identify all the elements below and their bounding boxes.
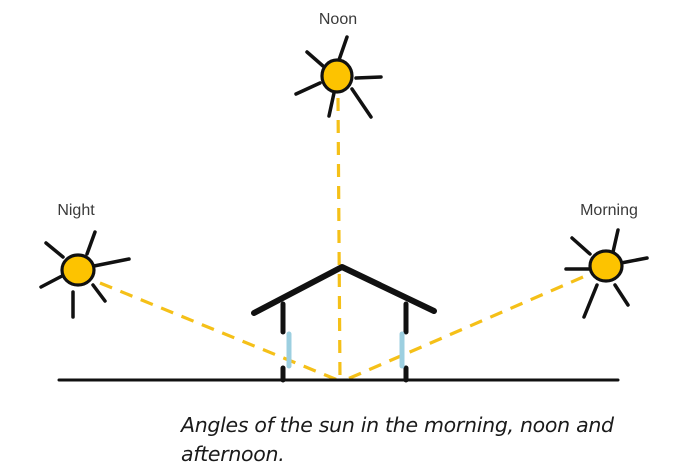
- morning-label: Morning: [580, 202, 638, 219]
- house-icon: [251, 264, 437, 383]
- window-icon: [286, 331, 405, 369]
- night-label: Night: [57, 202, 95, 219]
- noon-ray: [336, 97, 342, 381]
- noon-sun-disc: [320, 58, 354, 94]
- sun-icon-morning: [564, 228, 649, 319]
- morning-sun-disc: [588, 249, 624, 283]
- sun-rays: [99, 97, 584, 383]
- diagram-caption: Angles of the sun in the morning, noon a…: [181, 413, 614, 466]
- house-roof: [251, 264, 437, 316]
- night-sun-disc: [60, 253, 96, 287]
- sun-icon-noon: [294, 35, 383, 119]
- morning-ray: [342, 275, 584, 383]
- noon-label: Noon: [318, 11, 358, 28]
- sun-icon-night: [39, 230, 131, 319]
- night-ray: [99, 281, 341, 383]
